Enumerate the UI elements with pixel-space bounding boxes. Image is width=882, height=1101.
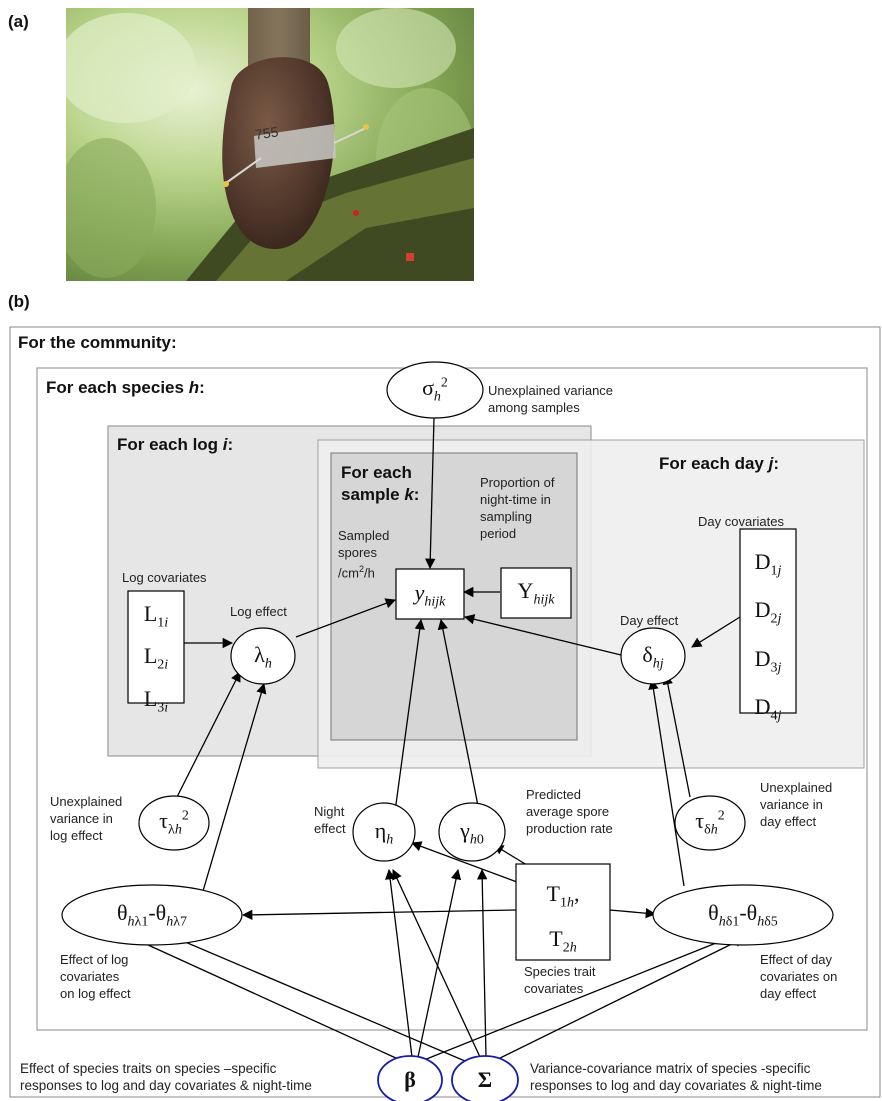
lambda-symbol: λh xyxy=(254,642,272,672)
sample-plate-title: For each sample k: xyxy=(341,463,420,504)
tau-delta-symbol: τδh2 xyxy=(695,808,725,838)
effect-log-cov-label: Effect of log covariates on log effect xyxy=(60,952,131,1001)
sigma-node xyxy=(386,361,484,419)
day-plate-title: For each day j: xyxy=(659,454,780,473)
log-plate-title: For each log i: xyxy=(117,435,234,454)
delta-symbol: δhj xyxy=(642,642,664,672)
tau-delta-node xyxy=(674,795,746,851)
night-effect-label: Night effect xyxy=(314,804,346,836)
beta-node xyxy=(377,1055,443,1101)
y-node xyxy=(395,568,465,620)
beta-symbol: β xyxy=(404,1067,416,1092)
day-effect-label: Day effect xyxy=(620,613,679,628)
community-plate-title: For the community: xyxy=(18,333,177,352)
lambda-node xyxy=(230,627,296,685)
unexplained-samples-label: Unexplained variance among samples xyxy=(488,383,614,415)
gamma-symbol: γh0 xyxy=(460,818,484,848)
unexplained-day-label: Unexplained variance in day effect xyxy=(760,780,833,829)
log-covariates-label: Log covariates xyxy=(122,570,207,585)
eta-symbol: ηh xyxy=(374,818,394,848)
species-traits-label: Species trait covariates xyxy=(524,964,596,996)
day-covariates-label: Day covariates xyxy=(698,514,784,529)
sampled-spores-label: Sampled spores /cm2/h xyxy=(338,528,390,581)
D-node xyxy=(739,528,797,714)
theta-delta-node xyxy=(652,884,834,946)
proportion-night-label: Proportion of night-time in sampling per… xyxy=(480,475,555,541)
fruiting-body-photo xyxy=(66,8,474,281)
panel-b-label: (b) xyxy=(8,292,30,311)
Sigma-symbol: Σ xyxy=(477,1067,493,1092)
sigma-symbol: σh2 xyxy=(422,375,448,405)
T-symbols: T1h,T2h xyxy=(546,881,580,956)
tau-lambda-node xyxy=(138,795,210,851)
Y-node xyxy=(500,567,572,619)
theta-lambda-symbol: θhλ1-θhλ7 xyxy=(116,900,187,930)
L-node xyxy=(127,590,185,704)
effect-day-cov-label: Effect of day covariates on day effect xyxy=(760,952,838,1001)
sample-title-line1: For each xyxy=(341,463,412,482)
beta-description: Effect of species traits on species –spe… xyxy=(20,1061,312,1093)
Y-symbol: Yhijk xyxy=(517,578,555,608)
theta-delta-symbol: θhδ1-θhδ5 xyxy=(708,900,778,930)
gamma-node xyxy=(438,802,506,862)
y-symbol: yhijk xyxy=(414,580,446,610)
log-effect-label: Log effect xyxy=(230,604,287,619)
delta-node xyxy=(620,627,686,685)
panel-a-label: (a) xyxy=(8,12,29,31)
species-plate-title: For each species h: xyxy=(46,378,205,397)
sigma-description: Variance-covariance matrix of species -s… xyxy=(530,1061,822,1093)
eta-node xyxy=(352,802,416,862)
T-node xyxy=(515,863,611,961)
unexplained-log-label: Unexplained variance in log effect xyxy=(50,794,123,843)
tau-lambda-symbol: τλh2 xyxy=(159,808,189,838)
predicted-rate-label: Predicted average spore production rate xyxy=(526,787,613,836)
theta-lambda-node xyxy=(61,884,243,946)
Sigma-node xyxy=(451,1055,519,1101)
